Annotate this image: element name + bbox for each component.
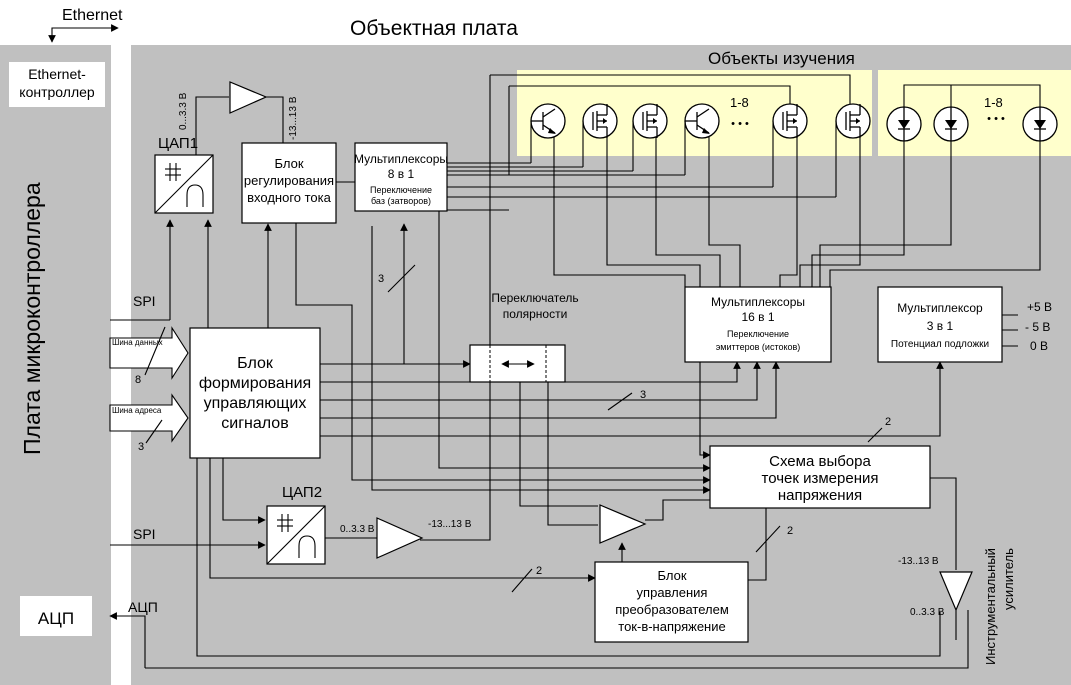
width-3-addr: 3 — [138, 441, 144, 453]
dac2-range: 0..3.3 В — [340, 524, 375, 535]
conv-line1: Блок — [657, 568, 686, 583]
ethernet-arrow — [48, 24, 119, 43]
transistor-mosfet-icon — [582, 103, 618, 139]
polarity-line1: Переключатель — [491, 291, 578, 305]
measure-select-block — [709, 445, 931, 509]
dac1-label: ЦАП1 — [158, 135, 198, 152]
substrate-input-plus5: +5 В — [1027, 300, 1052, 314]
transistor-range: 1-8 — [730, 95, 749, 110]
control-signals-block — [189, 327, 321, 459]
mux-base-line4: баз (затворов) — [371, 196, 431, 206]
dac1-range: 0...3.3 В — [178, 92, 189, 130]
amplifier-icon — [939, 571, 973, 612]
diode-ellipsis: • • • — [987, 113, 1005, 125]
transistor-bjt-icon — [530, 103, 566, 139]
mux-emitter-line4: эмиттеров (истоков) — [716, 342, 801, 352]
measure-line1: Схема выбора — [769, 453, 871, 470]
width-2-c: 2 — [787, 525, 793, 537]
mux-emitter-line3: Переключение — [727, 329, 789, 339]
substrate-input-minus5: - 5 В — [1025, 320, 1050, 334]
mux-base-block — [354, 142, 448, 212]
converter-control-block — [594, 561, 749, 643]
diode-range: 1-8 — [984, 95, 1003, 110]
control-line1: Блок — [237, 355, 274, 372]
measure-line3: напряжения — [778, 487, 862, 504]
ethernet-controller-line1: Ethernet- — [28, 66, 86, 82]
conv-line2: управления — [637, 585, 708, 600]
ethernet-label: Ethernet — [62, 7, 123, 24]
current-reg-line3: входного тока — [247, 190, 332, 205]
inst-amp-label-2: усилитель — [1001, 548, 1016, 610]
adc-line-label: АЦП — [128, 599, 158, 615]
board-title: Объектная плата — [350, 17, 518, 40]
amplifier-icon — [376, 517, 424, 559]
width-3-a: 3 — [378, 273, 384, 285]
amplifier-icon — [599, 504, 647, 544]
current-reg-line1: Блок — [274, 156, 303, 171]
mux-substrate-line3: Потенциал подложки — [891, 339, 989, 350]
mux-base-line2: 8 в 1 — [388, 167, 415, 181]
substrate-input-zero: 0 В — [1030, 339, 1048, 353]
mux-emitter-line1: Мультиплексоры — [711, 295, 805, 309]
mcu-board-panel — [0, 45, 111, 685]
inst-amp-label-1: Инструментальный — [983, 548, 998, 665]
transistor-ellipsis: • • • — [731, 118, 749, 130]
mux-substrate-block — [877, 286, 1003, 363]
transistor-mosfet-icon — [835, 103, 871, 139]
measure-line2: точек измерения — [762, 470, 879, 487]
transistor-mosfet-icon — [772, 103, 808, 139]
dac-icon — [154, 154, 214, 214]
amp1-range: -13...13 В — [288, 96, 299, 140]
ethernet-controller-line2: контроллер — [19, 84, 95, 100]
polarity-line2: полярности — [503, 307, 568, 321]
width-2-b: 2 — [536, 565, 542, 577]
width-3-b: 3 — [640, 389, 646, 401]
mux-emitter-block — [684, 286, 832, 363]
amplifier-icon — [229, 81, 268, 114]
adc-box — [20, 596, 92, 636]
mux-substrate-line2: 3 в 1 — [927, 319, 954, 333]
mux-base-line3: Переключение — [370, 185, 432, 195]
diode-icon — [1022, 106, 1058, 142]
control-wires — [109, 211, 1018, 669]
address-bus-arrow — [109, 393, 189, 443]
control-line2: формирования — [199, 375, 311, 392]
transistor-bjt-icon — [684, 103, 720, 139]
current-regulator-block — [241, 142, 337, 224]
mcu-board-label: Плата микроконтроллера — [19, 182, 45, 455]
mux-emitter-line2: 16 в 1 — [741, 310, 774, 324]
diode-icon — [933, 106, 969, 142]
dac2-label: ЦАП2 — [282, 484, 322, 501]
data-bus-label: Шина данных — [112, 338, 163, 347]
mux-base-line1: Мультиплексоры — [354, 152, 448, 166]
object-wires — [420, 74, 1041, 541]
adc-label: АЦП — [38, 609, 74, 628]
spi2-label: SPI — [133, 526, 156, 542]
objects-title: Объекты изучения — [708, 49, 855, 68]
conv-line4: ток-в-напряжение — [618, 619, 725, 634]
width-2-a: 2 — [885, 416, 891, 428]
conv-line3: преобразователем — [615, 602, 729, 617]
current-reg-line2: регулирования — [244, 173, 334, 188]
dac-icon — [266, 505, 326, 565]
transistor-mosfet-icon — [632, 103, 668, 139]
mux-substrate-line1: Мультиплексор — [897, 301, 983, 315]
ethernet-controller-box — [9, 62, 105, 107]
polarity-switch-block — [469, 344, 566, 383]
diode-icon — [886, 106, 922, 142]
inst-out-range: 0..3.3 В — [910, 607, 945, 618]
control-line3: управляющих — [204, 395, 307, 412]
control-line4: сигналов — [221, 415, 288, 432]
address-bus-label: Шина адреса — [112, 406, 162, 415]
spi1-label: SPI — [133, 293, 156, 309]
width-8: 8 — [135, 374, 141, 386]
amp2-range: -13...13 В — [428, 519, 472, 530]
inst-in-range: -13..13 В — [898, 556, 939, 567]
data-bus-arrow — [109, 326, 189, 380]
